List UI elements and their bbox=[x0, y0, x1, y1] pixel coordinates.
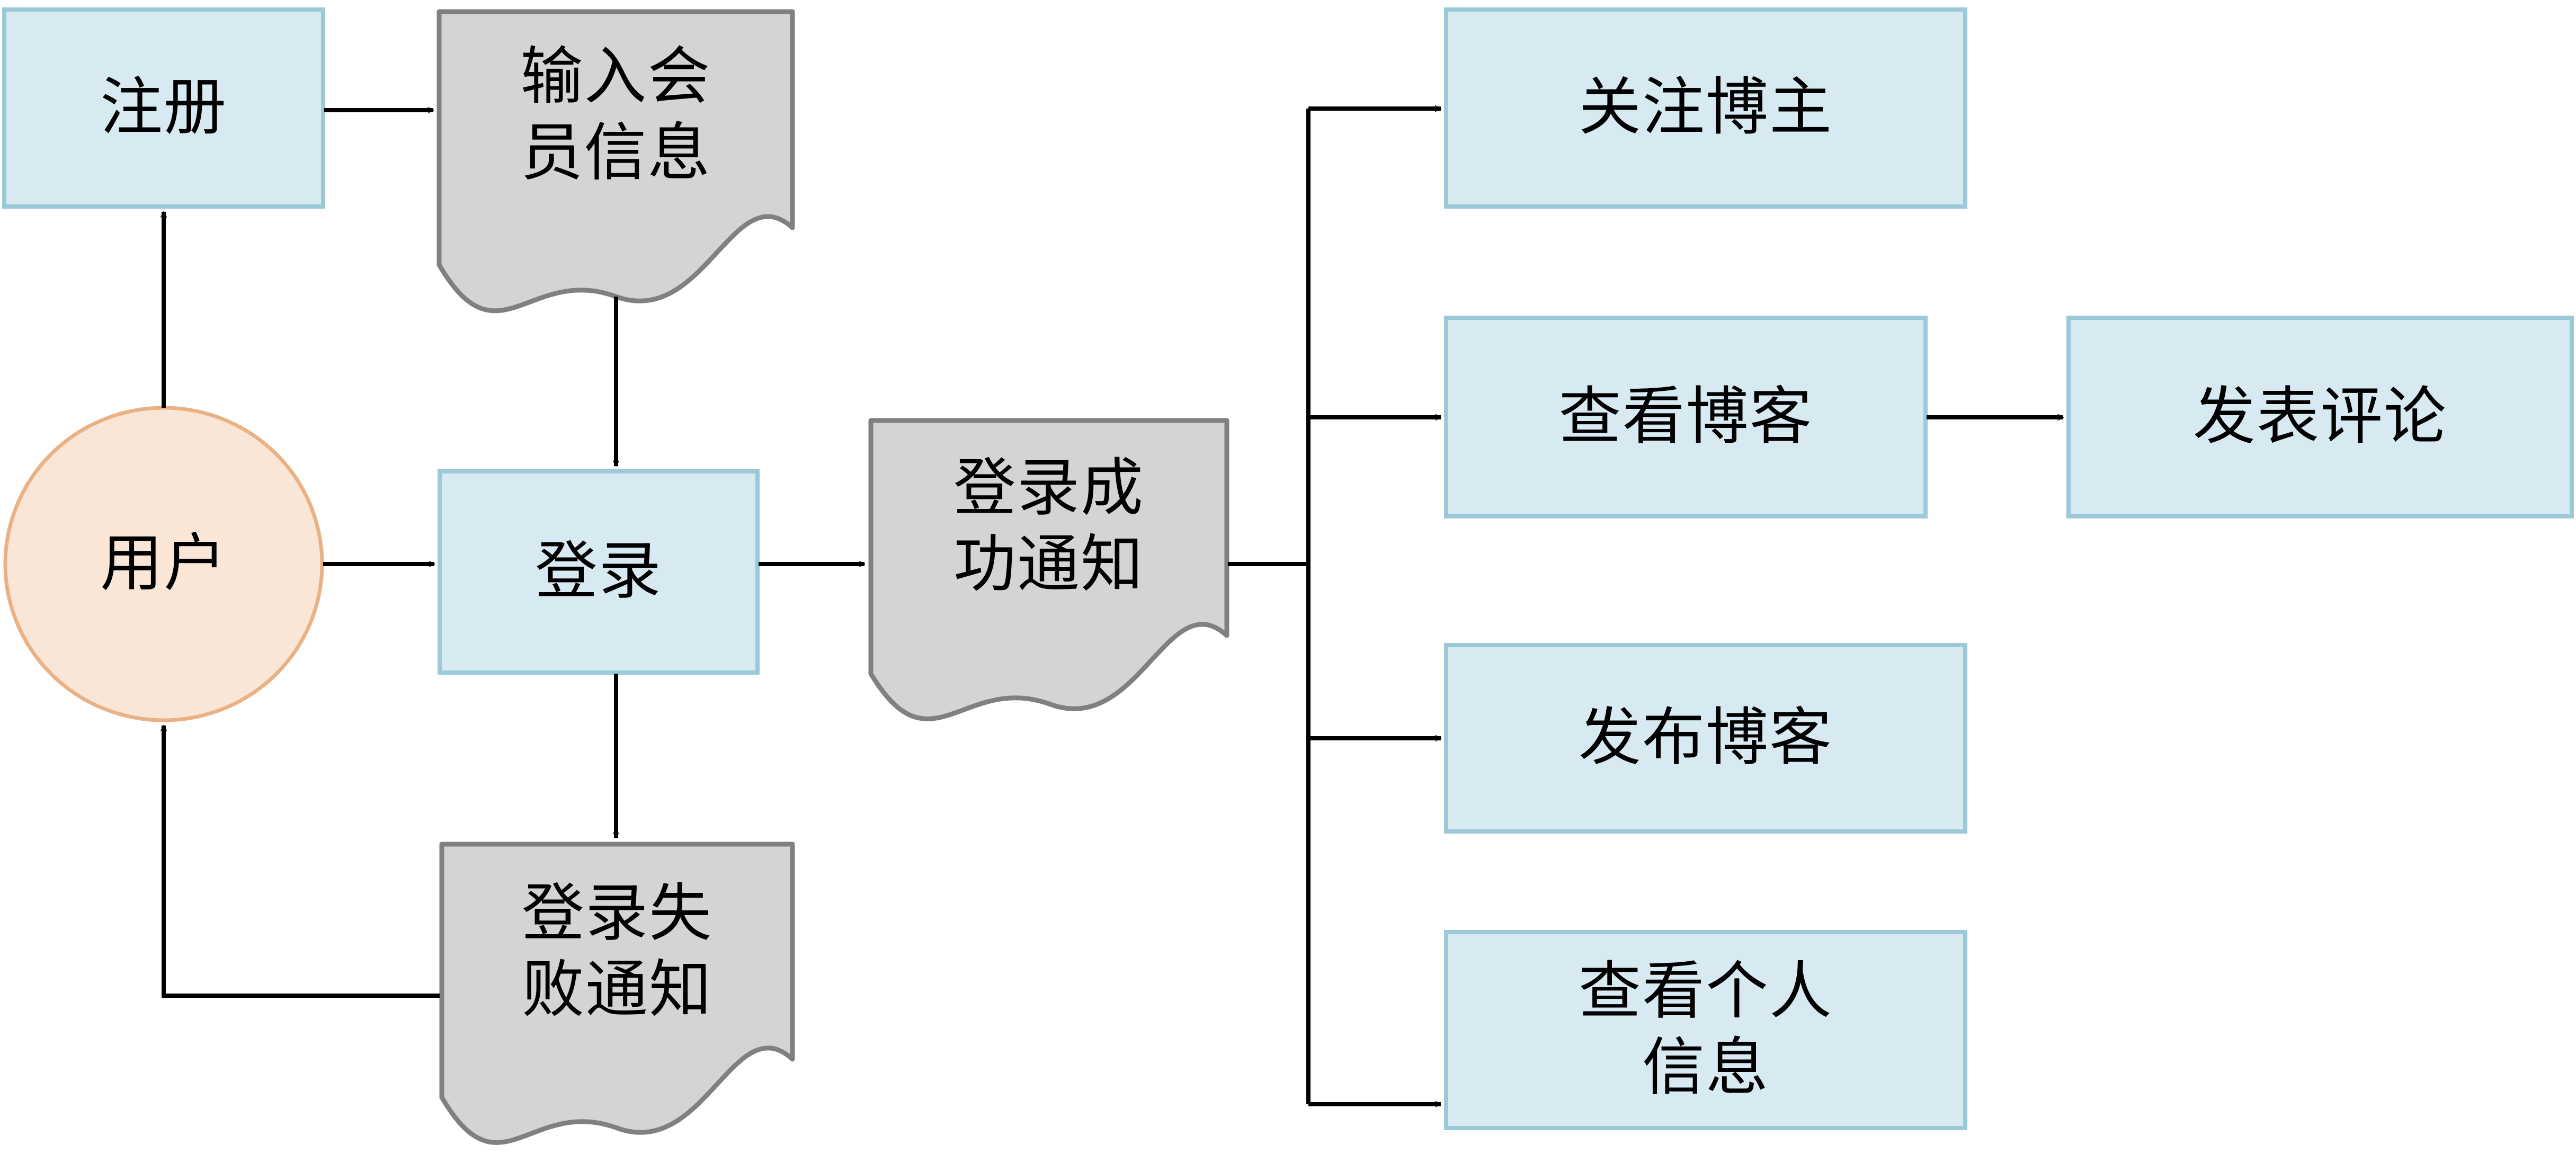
node-shape-login-failure[interactable] bbox=[439, 842, 795, 1145]
node-shape-input-member-body[interactable] bbox=[436, 9, 795, 314]
edge-failure-to-user bbox=[164, 726, 440, 998]
node-shape-view-profile[interactable] bbox=[1444, 930, 1967, 1130]
node-shape-follow-blogger[interactable] bbox=[1444, 7, 1967, 209]
node-shape-user[interactable] bbox=[3, 406, 324, 722]
node-shape-publish-blog[interactable] bbox=[1444, 643, 1967, 834]
node-shape-login-success[interactable] bbox=[868, 418, 1229, 721]
node-shape-view-blog[interactable] bbox=[1444, 316, 1928, 518]
node-shape-post-comment[interactable] bbox=[2066, 316, 2574, 518]
node-shape-register[interactable] bbox=[2, 7, 325, 209]
node-shape-login[interactable] bbox=[438, 469, 760, 675]
